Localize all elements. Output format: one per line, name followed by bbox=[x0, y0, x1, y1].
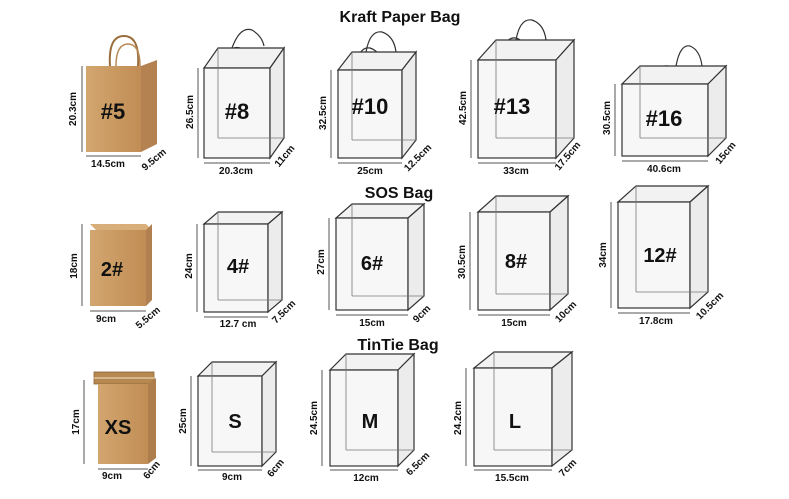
section-title-tintie: TinTie Bag bbox=[357, 337, 438, 354]
width-label: 20.3cm bbox=[219, 166, 253, 177]
width-label: 12.7 cm bbox=[220, 319, 257, 330]
bag-label: #5 bbox=[101, 99, 125, 124]
bag-front bbox=[90, 230, 146, 306]
bag-tintie-l: L 24.2cm 15.5cm 7cm bbox=[453, 350, 579, 484]
handle-icon bbox=[231, 28, 265, 49]
height-label: 30.5cm bbox=[602, 101, 613, 135]
bag-label: M bbox=[362, 411, 379, 433]
bag-sos-2: 2# 18cm 9cm 5.5cm bbox=[69, 224, 163, 331]
height-label: 30.5cm bbox=[457, 245, 468, 279]
height-label: 25cm bbox=[178, 408, 189, 434]
width-label: 33cm bbox=[503, 166, 529, 177]
bag-sos-12: 12# 34cm 17.8cm 10.5cm bbox=[598, 184, 726, 327]
width-label: 25cm bbox=[357, 166, 383, 177]
bag-label: #13 bbox=[494, 94, 531, 119]
depth-label: 7cm bbox=[557, 457, 579, 479]
bag-label: 8# bbox=[505, 251, 527, 273]
bag-front bbox=[86, 66, 141, 152]
bag-label: 6# bbox=[361, 253, 383, 275]
width-label: 14.5cm bbox=[91, 159, 125, 170]
bag-sos-8: 8# 30.5cm 15cm 10cm bbox=[457, 194, 579, 329]
height-label: 24cm bbox=[184, 253, 195, 279]
section-title-sos: SOS Bag bbox=[365, 185, 433, 202]
handle-icon bbox=[365, 31, 397, 53]
width-label: 9cm bbox=[96, 314, 116, 325]
width-label: 15cm bbox=[359, 318, 385, 329]
height-label: 24.2cm bbox=[453, 401, 464, 435]
bag-label: XS bbox=[105, 417, 132, 439]
bag-kraft-16: #16 30.5cm 40.6cm 15cm bbox=[602, 45, 739, 175]
height-label: 18cm bbox=[69, 253, 80, 279]
bag-tintie-xs: XS 17cm 9cm 6cm bbox=[71, 371, 163, 482]
height-label: 24.5cm bbox=[309, 401, 320, 435]
bag-kraft-5: #5 20.3cm 14.5cm 9.5cm bbox=[68, 34, 169, 174]
width-label: 40.6cm bbox=[647, 164, 681, 175]
bag-tintie-m: M 24.5cm 12cm 6.5cm bbox=[309, 352, 432, 484]
width-label: 17.8cm bbox=[639, 316, 673, 327]
section-title-kraft: Kraft Paper Bag bbox=[340, 9, 461, 26]
bag-side bbox=[141, 60, 157, 152]
bag-front bbox=[98, 384, 148, 464]
width-label: 9cm bbox=[222, 472, 242, 483]
height-label: 42.5cm bbox=[458, 91, 469, 125]
width-label: 12cm bbox=[353, 473, 379, 484]
height-label: 17cm bbox=[71, 409, 82, 435]
bag-side bbox=[146, 224, 152, 306]
height-label: 34cm bbox=[598, 242, 609, 268]
depth-label: 9cm bbox=[411, 303, 433, 325]
bag-side bbox=[148, 378, 156, 464]
bag-kraft-8: #8 26.5cm 20.3cm 11cm bbox=[185, 28, 297, 177]
bag-label: #8 bbox=[225, 99, 249, 124]
depth-label: 6cm bbox=[265, 457, 286, 479]
handle-icon bbox=[115, 43, 141, 67]
handle-icon bbox=[675, 45, 703, 67]
bag-label: #10 bbox=[352, 94, 389, 119]
bag-label: #16 bbox=[646, 106, 683, 131]
bag-label: L bbox=[509, 411, 521, 433]
bag-label: 12# bbox=[643, 245, 676, 267]
bag-kraft-10: #10 32.5cm 25cm 12.5cm bbox=[318, 31, 434, 177]
bag-label: 2# bbox=[101, 259, 123, 281]
width-label: 15cm bbox=[501, 318, 527, 329]
handle-icon bbox=[515, 19, 547, 41]
height-label: 32.5cm bbox=[318, 96, 329, 130]
height-label: 26.5cm bbox=[185, 95, 196, 129]
bag-tintie-s: S 25cm 9cm 6cm bbox=[178, 360, 287, 483]
width-label: 15.5cm bbox=[495, 473, 529, 484]
height-label: 20.3cm bbox=[68, 92, 79, 126]
depth-label: 9.5cm bbox=[140, 147, 169, 174]
bag-label: S bbox=[228, 411, 241, 433]
bag-label: 4# bbox=[227, 256, 249, 278]
height-label: 27cm bbox=[316, 249, 327, 275]
width-label: 9cm bbox=[102, 471, 122, 482]
depth-label: 5.5cm bbox=[134, 305, 163, 332]
handle-icon bbox=[108, 34, 140, 67]
bag-kraft-13: #13 42.5cm 33cm 17.5cm bbox=[458, 19, 583, 177]
bag-sos-4: 4# 24cm 12.7 cm 7.5cm bbox=[184, 210, 298, 330]
bag-sos-6: 6# 27cm 15cm 9cm bbox=[316, 202, 433, 329]
